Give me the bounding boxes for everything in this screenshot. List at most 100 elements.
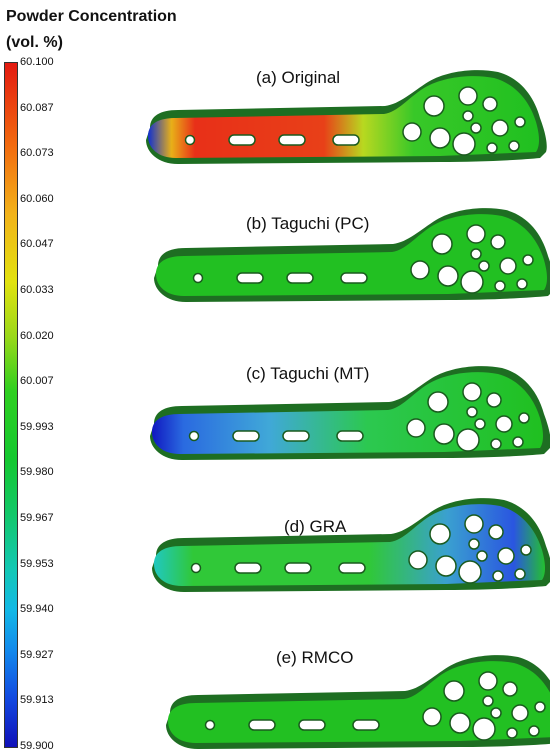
plate-hole [429, 127, 451, 149]
plate-hole [494, 280, 506, 292]
plate-hole [429, 523, 451, 545]
panel-b-label: (b) Taguchi (PC) [246, 214, 370, 233]
plate-slot [332, 134, 360, 146]
plate-hole [534, 701, 546, 713]
plate-hole [410, 260, 430, 280]
color-scale-tick-label: 60.073 [20, 147, 54, 160]
color-scale-tick-label: 60.033 [20, 284, 54, 296]
plate-hole [506, 727, 518, 739]
plate-hole [433, 423, 455, 445]
plate-hole [474, 418, 486, 430]
plate-hole [466, 406, 478, 418]
plate-hole [482, 96, 498, 112]
color-scale-bar [4, 62, 18, 748]
plate-hole [502, 681, 518, 697]
plate-panel-d [152, 498, 550, 592]
color-scale-tick-label: 60.060 [20, 192, 54, 205]
plate-hole [431, 233, 453, 255]
plate-hole [486, 392, 502, 408]
plate-hole [408, 550, 428, 570]
plate-hole [482, 695, 494, 707]
plate-hole [184, 134, 196, 146]
color-scale-tick-label: 59.967 [20, 512, 54, 524]
color-scale-tick-label: 59.953 [20, 557, 54, 570]
plate-hole [512, 436, 524, 448]
plate-hole [427, 391, 449, 413]
plate-hole [460, 270, 484, 294]
legend-title-line1: Powder Concentration [6, 8, 177, 25]
color-scale-tick-label: 60.087 [20, 101, 54, 114]
color-scale-tick-label: 59.940 [20, 603, 54, 616]
plate-hole [468, 538, 480, 550]
plate-panel-e [166, 655, 550, 749]
plate-slot [248, 719, 276, 731]
plate-hole [470, 122, 482, 134]
plate-slot [232, 430, 260, 442]
plate-hole [486, 142, 498, 154]
plate-slot [336, 430, 364, 442]
plate-hole [402, 122, 422, 142]
plate-hole [478, 671, 498, 691]
plate-hole [520, 544, 532, 556]
plate-hole [511, 704, 529, 722]
plate-hole [458, 86, 478, 106]
plate-hole [435, 555, 457, 577]
plate-hole [204, 719, 216, 731]
plate-panel-a [146, 70, 547, 164]
plate-hole [528, 725, 540, 737]
plate-hole [491, 119, 509, 137]
plate-slot [286, 272, 314, 284]
plate-hole [522, 254, 534, 266]
color-scale-tick-label: 59.913 [20, 694, 54, 707]
plate-hole [449, 712, 471, 734]
plate-hole [490, 707, 502, 719]
panel-c-label: (c) Taguchi (MT) [246, 364, 370, 383]
plate-hole [192, 272, 204, 284]
color-scale-tick-label: 60.007 [20, 375, 54, 388]
plate-slot [236, 272, 264, 284]
color-scale-tick-label: 59.900 [20, 740, 54, 752]
legend-title: Powder Concentration (vol. %) [6, 4, 177, 56]
plate-slot [298, 719, 326, 731]
plate-hole [516, 278, 528, 290]
plate-hole [492, 570, 504, 582]
plate-panel-c [150, 366, 550, 460]
plate-slot [282, 430, 310, 442]
plate-hole [495, 415, 513, 433]
plate-slot [284, 562, 312, 574]
plate-hole [464, 514, 484, 534]
color-scale-tick-label: 60.047 [20, 238, 54, 251]
panel-d-label: (d) GRA [284, 517, 347, 536]
color-scale-tick-label: 60.100 [20, 56, 54, 68]
plate-hole [497, 547, 515, 565]
plate-hole [462, 110, 474, 122]
plate-hole [488, 524, 504, 540]
color-scale-tick-label: 59.993 [20, 420, 54, 433]
plate-hole [452, 132, 476, 156]
plate-hole [466, 224, 486, 244]
plate-hole [490, 234, 506, 250]
plate-hole [188, 430, 200, 442]
plate-hole [472, 717, 496, 741]
plate-hole [458, 560, 482, 584]
plate-hole [443, 680, 465, 702]
color-scale-tick-label: 59.927 [20, 648, 54, 661]
plate-hole [470, 248, 482, 260]
panel-e-label: (e) RMCO [276, 648, 354, 667]
plate-hole [422, 707, 442, 727]
plate-hole [508, 140, 520, 152]
plate-slot [278, 134, 306, 146]
plate-hole [406, 418, 426, 438]
plate-hole [462, 382, 482, 402]
plate-panel-b [154, 208, 550, 302]
plate-hole [190, 562, 202, 574]
plate-hole [456, 428, 480, 452]
plate-hole [478, 260, 490, 272]
plate-hole [514, 568, 526, 580]
plate-hole [499, 257, 517, 275]
color-scale-tick-label: 59.980 [20, 466, 54, 479]
legend-title-line2: (vol. %) [6, 34, 63, 51]
color-scale-tick-label: 60.020 [20, 329, 54, 342]
plate-hole [423, 95, 445, 117]
